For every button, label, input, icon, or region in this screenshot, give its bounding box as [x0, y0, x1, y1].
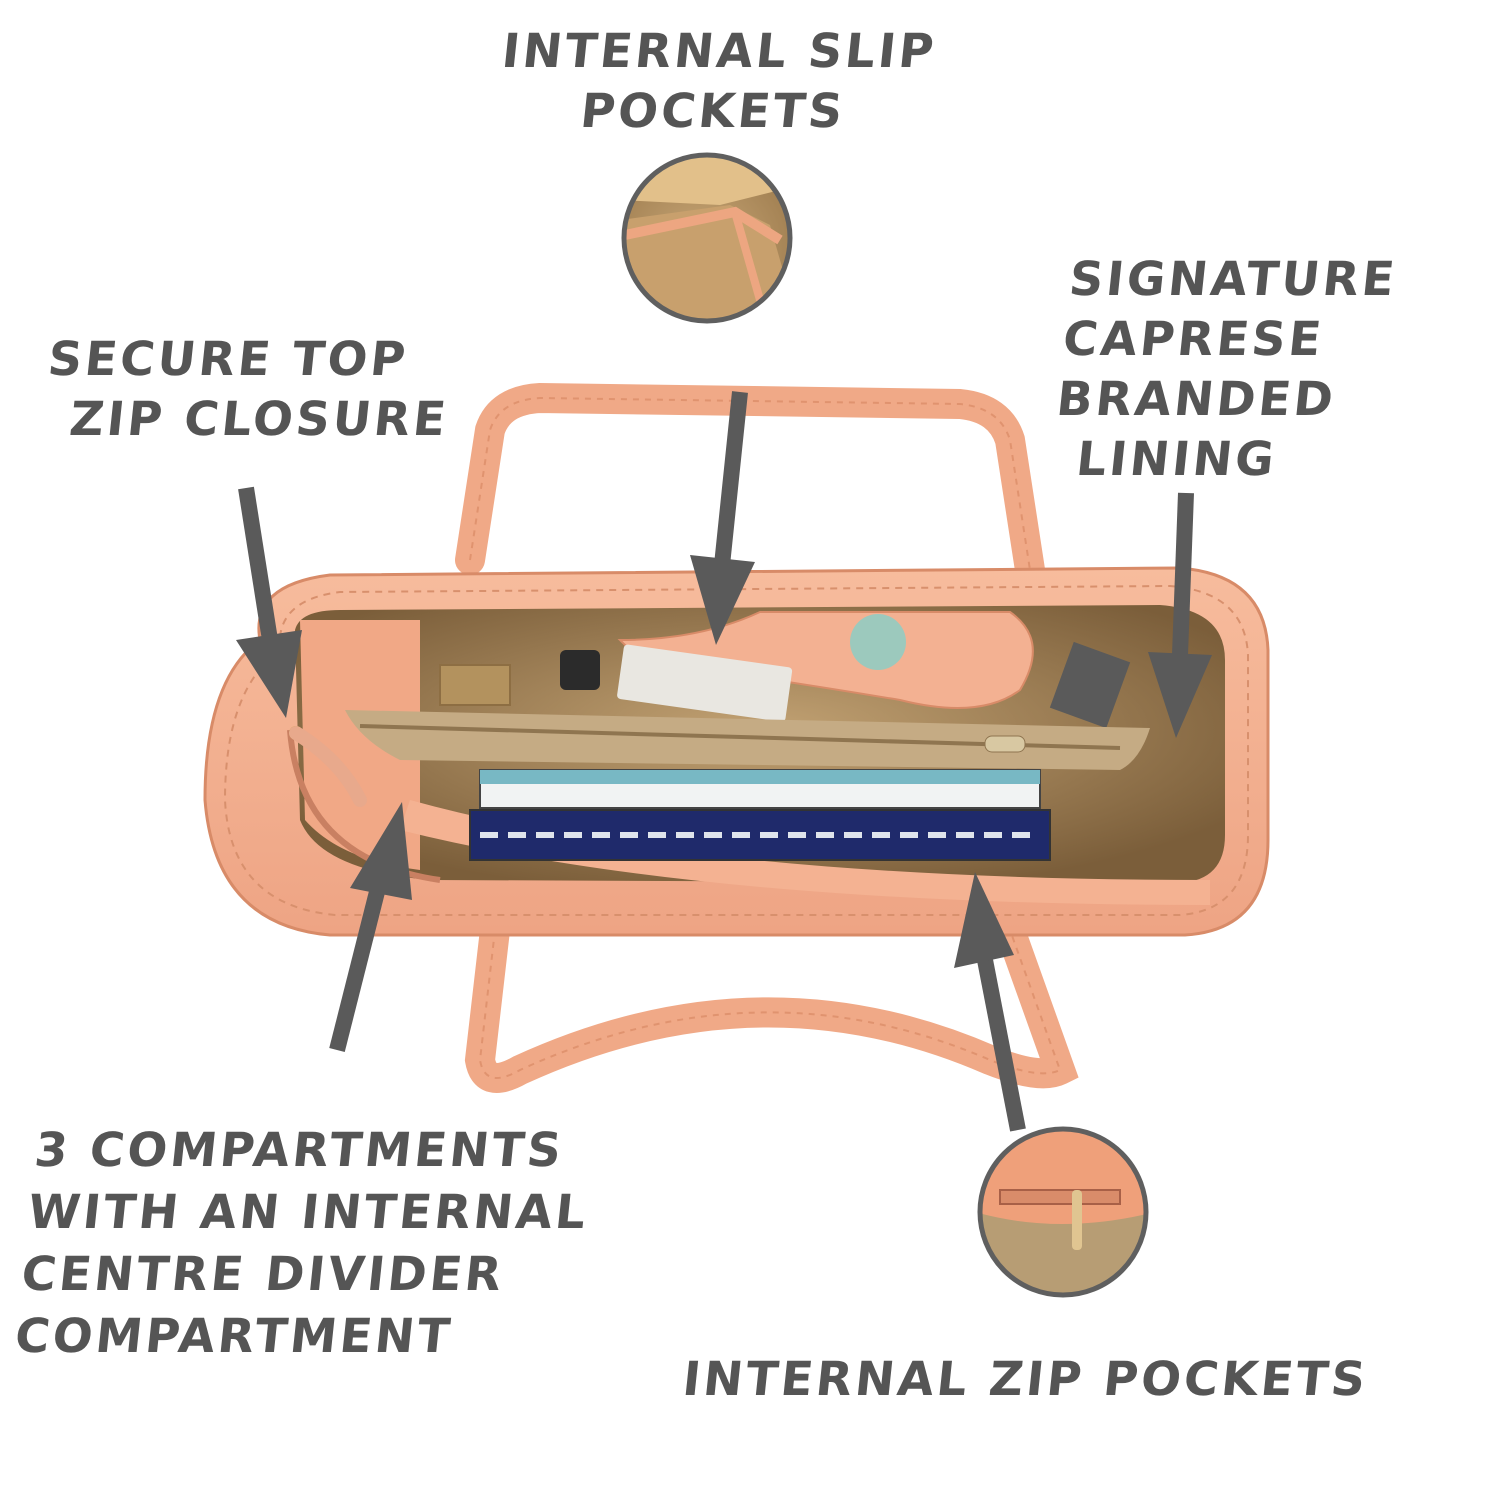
label-line: INTERNAL ZIP POCKETS — [680, 1352, 1371, 1407]
label-secure-top-zip: SECURE TOP ZIP CLOSURE — [39, 330, 458, 450]
arrow-icon — [954, 872, 1026, 1132]
label-compartments: 3 COMPARTMENTS WITH AN INTERNAL CENTRE D… — [12, 1120, 598, 1368]
bag-handles — [455, 382, 1079, 1093]
label-internal-zip-pockets: INTERNAL ZIP POCKETS — [680, 1350, 1371, 1410]
bag-body — [203, 566, 1270, 937]
label-line: COMPARTMENT — [12, 1309, 456, 1364]
label-signature-lining: SIGNATURE CAPRESE BRANDED LINING — [1047, 250, 1400, 490]
zoom-circle-zip-pocket — [977, 1126, 1149, 1298]
label-line: INTERNAL SLIP — [499, 24, 940, 79]
arrow-icon — [329, 802, 412, 1052]
label-line: POCKETS — [577, 84, 848, 139]
label-line: CENTRE DIVIDER — [18, 1247, 508, 1302]
label-line: LINING — [1073, 432, 1280, 487]
label-line: 3 COMPARTMENTS — [31, 1123, 567, 1178]
callout-arrows — [236, 391, 1212, 1132]
label-line: WITH AN INTERNAL — [25, 1185, 592, 1240]
label-line: SIGNATURE — [1066, 252, 1400, 307]
label-line: CAPRESE — [1060, 312, 1327, 367]
zoom-circle-slip-pocket — [621, 152, 793, 324]
arrow-icon — [236, 486, 302, 718]
arrow-icon — [690, 391, 755, 645]
label-line: BRANDED — [1054, 372, 1339, 427]
label-line: ZIP CLOSURE — [67, 392, 452, 447]
arrow-icon — [1148, 492, 1212, 738]
label-internal-slip-pockets: INTERNAL SLIP POCKETS — [480, 22, 953, 142]
label-line: SECURE TOP — [45, 332, 411, 387]
